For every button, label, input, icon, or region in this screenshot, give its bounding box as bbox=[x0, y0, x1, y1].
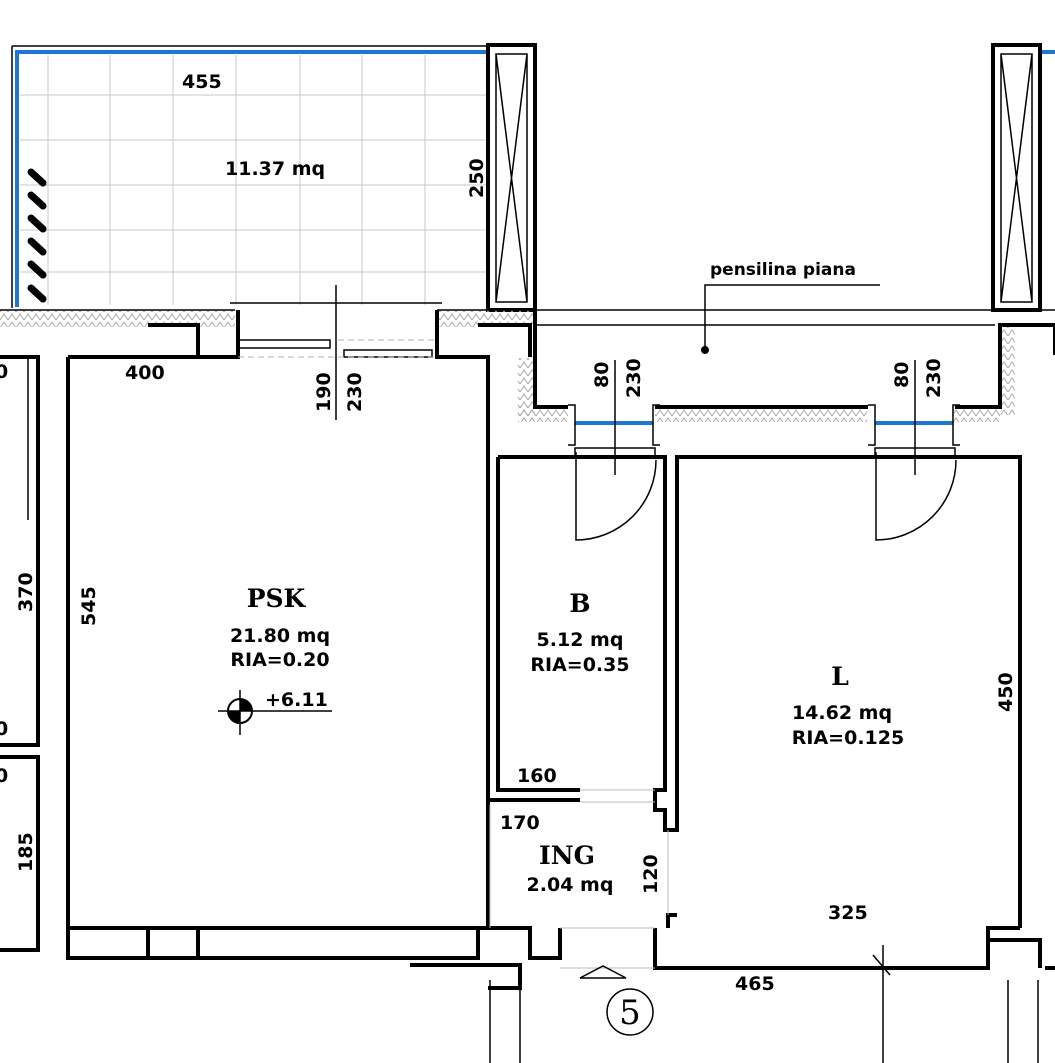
bagno-width: 160 bbox=[517, 765, 557, 787]
letto-ria: RIA=0.125 bbox=[792, 727, 904, 749]
balcony bbox=[11, 45, 488, 308]
letto-name: L bbox=[831, 662, 849, 691]
psk-window bbox=[230, 285, 442, 420]
level-marker-icon bbox=[218, 690, 332, 735]
pillar-right bbox=[991, 43, 1055, 312]
balcony-tile-grid bbox=[20, 55, 486, 305]
letto-window-h2: 230 bbox=[923, 358, 945, 398]
entrance-number: 5 bbox=[619, 993, 641, 1033]
walls bbox=[0, 309, 1055, 990]
psk-window-h1: 190 bbox=[313, 372, 335, 412]
insulation bbox=[0, 310, 1015, 422]
ing-width: 170 bbox=[500, 812, 540, 834]
left-room-partial-b: 0 bbox=[0, 718, 8, 740]
balcony-width: 455 bbox=[182, 71, 222, 93]
bagno-window bbox=[568, 360, 660, 541]
left-room-dim-lower: 185 bbox=[15, 832, 37, 872]
balcony-depth: 250 bbox=[466, 158, 488, 198]
balcony-area: 11.37 mq bbox=[225, 158, 325, 180]
canopy-leader-dot bbox=[701, 346, 709, 354]
bagno-area: 5.12 mq bbox=[537, 629, 624, 651]
psk-window-h2: 230 bbox=[344, 372, 366, 412]
left-room-partial-c: 0 bbox=[0, 765, 8, 787]
bagno-ria: RIA=0.35 bbox=[530, 654, 629, 676]
exterior-dim: 465 bbox=[735, 973, 775, 995]
psk-height: 545 bbox=[78, 586, 100, 626]
ing-area: 2.04 mq bbox=[527, 874, 614, 896]
left-room-dim-upper: 370 bbox=[15, 572, 37, 612]
psk-name: PSK bbox=[247, 584, 307, 613]
canopy-leader bbox=[704, 284, 880, 350]
ing-door-opening bbox=[489, 789, 669, 969]
letto-area: 14.62 mq bbox=[792, 702, 892, 724]
bagno-window-h1: 80 bbox=[591, 362, 613, 388]
letto-height: 450 bbox=[995, 672, 1017, 712]
psk-level: +6.11 bbox=[265, 689, 328, 711]
bagno-name: B bbox=[569, 589, 590, 618]
letto-width: 325 bbox=[828, 902, 868, 924]
drain-marks bbox=[27, 168, 47, 303]
left-room-partial-a: 0 bbox=[0, 361, 8, 383]
canopy-label: pensilina piana bbox=[710, 260, 856, 280]
letto-window bbox=[868, 360, 960, 541]
psk-width: 400 bbox=[125, 362, 165, 384]
psk-area: 21.80 mq bbox=[230, 625, 330, 647]
ing-height: 120 bbox=[640, 854, 662, 894]
bagno-window-h2: 230 bbox=[623, 358, 645, 398]
pillar-left bbox=[486, 43, 537, 312]
balcony-railing-glass bbox=[15, 50, 486, 307]
psk-ria: RIA=0.20 bbox=[230, 649, 329, 671]
entrance-marker bbox=[489, 945, 1039, 1063]
letto-window-h1: 80 bbox=[891, 362, 913, 388]
ing-name: ING bbox=[539, 841, 595, 870]
